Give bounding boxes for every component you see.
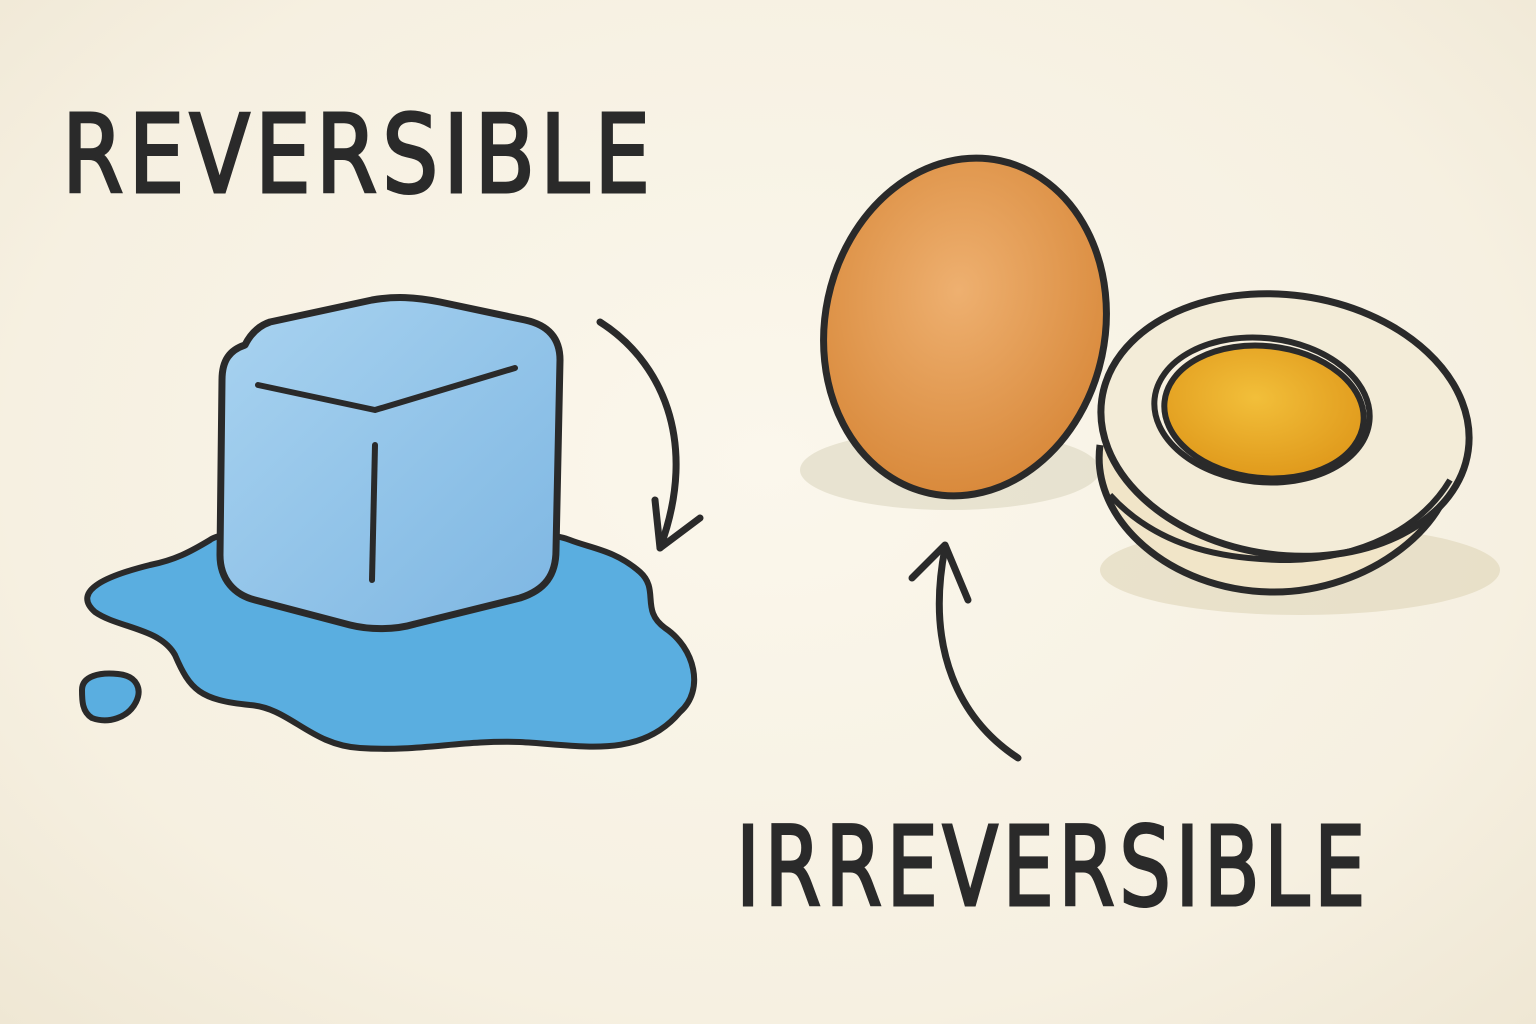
halved-egg	[1095, 290, 1473, 596]
irreversible-label: IRREVERSIBLE	[735, 803, 1370, 931]
whole-egg	[820, 154, 1110, 500]
reversible-arrow	[596, 318, 704, 552]
irreversible-arrow	[908, 541, 1022, 762]
ice-cube	[216, 294, 564, 633]
reversible-label: REVERSIBLE	[61, 93, 656, 218]
